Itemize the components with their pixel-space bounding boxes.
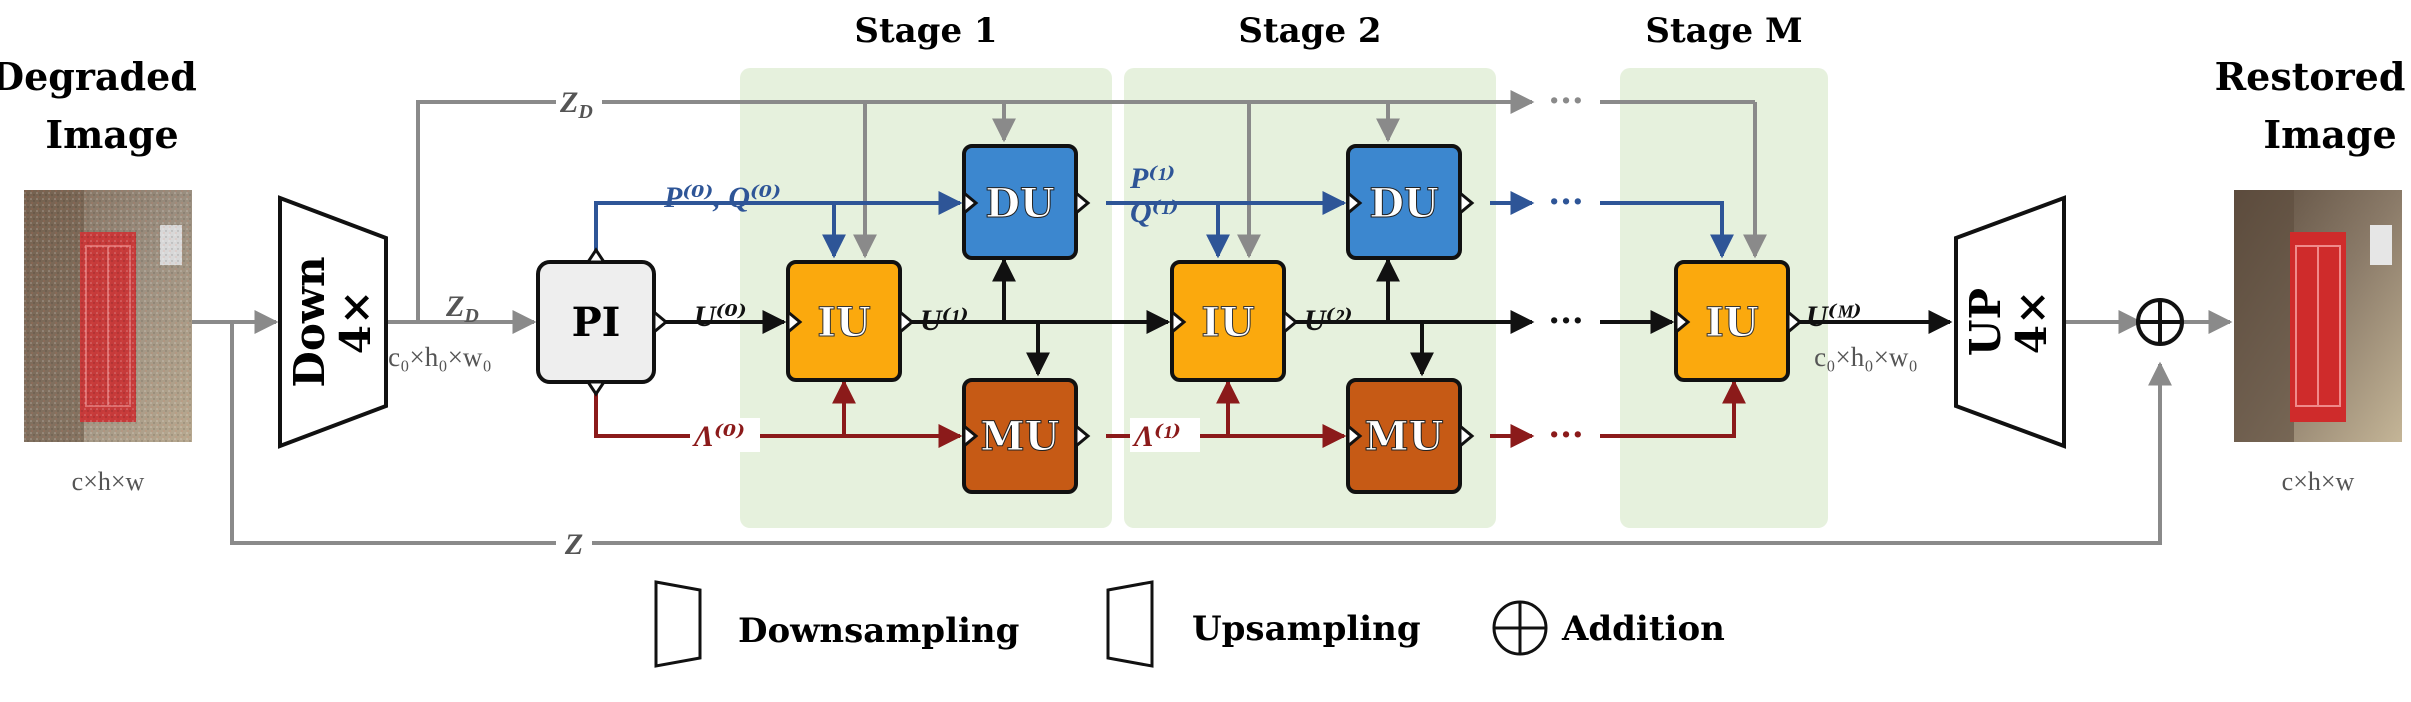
- label-u2: U⁽²⁾: [1304, 304, 1353, 337]
- upsampling-block: UP 4×: [1954, 195, 2066, 449]
- label-q1: Q⁽¹⁾: [1130, 196, 1179, 229]
- up-label-line1: UP: [1961, 288, 2010, 356]
- down-label-line2: 4×: [331, 290, 380, 354]
- label-p1: P⁽¹⁾: [1129, 162, 1175, 195]
- label-zd-top: ZD: [556, 84, 602, 123]
- label-z-bottom: Z: [556, 526, 592, 562]
- label-l1: Λ⁽¹⁾: [1130, 418, 1200, 453]
- iu-label: IU: [817, 299, 871, 346]
- mu-label: MU: [980, 413, 1059, 460]
- pi-label: PI: [572, 299, 621, 346]
- legend-upsampling-icon: [1106, 580, 1154, 668]
- du-label: DU: [985, 180, 1055, 227]
- stage-m-title: Stage M: [1645, 11, 1802, 51]
- legend-addition-label: Addition: [1561, 609, 1725, 649]
- ellipsis-top: ···: [1548, 81, 1584, 121]
- legend-downsampling-icon: [654, 580, 702, 668]
- pi-block: PI: [536, 247, 669, 397]
- z-bottom-text: Z: [564, 528, 583, 561]
- svg-text:ZD: ZD: [445, 290, 479, 327]
- l0-text: Λ⁽⁰⁾: [692, 420, 745, 453]
- svg-text:ZD: ZD: [559, 86, 593, 123]
- blue-connections: [594, 191, 1734, 259]
- du-label: DU: [1369, 180, 1439, 227]
- ellipsis-red: ···: [1548, 415, 1584, 455]
- du-block-stage-2: DU: [1346, 144, 1475, 260]
- iu-label: IU: [1705, 299, 1759, 346]
- label-u0: U⁽⁰⁾: [694, 300, 747, 333]
- zd-top-sub: D: [577, 101, 592, 123]
- label-dim-up: c₀×h₀×w₀: [1814, 342, 1918, 372]
- legend-addition-icon: [1492, 600, 1548, 656]
- input-title-line2: Image: [45, 112, 178, 157]
- downsampling-block: Down 4×: [278, 195, 388, 449]
- output-size-label: c×h×w: [2282, 467, 2355, 496]
- up-label-line2: 4×: [2007, 290, 2056, 354]
- legend: Downsampling Upsampling Addition: [654, 580, 1725, 668]
- output-title-line1: Restored: [2215, 54, 2406, 99]
- input-title-line1: Degraded: [0, 54, 197, 99]
- ellipsis-black: ···: [1548, 301, 1584, 341]
- label-zd-mid: ZD: [445, 290, 479, 327]
- restored-image: [2234, 190, 2402, 442]
- zd-mid-main: Z: [445, 290, 464, 323]
- gray-connections: [192, 90, 2233, 545]
- l1-text: Λ⁽¹⁾: [1132, 420, 1181, 453]
- input-size-label: c×h×w: [72, 467, 145, 496]
- mu-label: MU: [1364, 413, 1443, 460]
- legend-upsampling-label: Upsampling: [1192, 609, 1421, 649]
- mu-block-stage-1: MU: [962, 378, 1091, 494]
- iu-block-stage-1: IU: [786, 260, 915, 382]
- ellipsis-blue: ···: [1548, 182, 1584, 222]
- label-pq0: P⁽⁰⁾, Q⁽⁰⁾: [663, 181, 781, 214]
- stage-2-title: Stage 2: [1238, 11, 1381, 51]
- iu-label: IU: [1201, 299, 1255, 346]
- mu-block-stage-2: MU: [1346, 378, 1475, 494]
- degraded-image: [24, 190, 192, 442]
- black-connections: [656, 257, 1953, 377]
- zd-top-main: Z: [559, 86, 578, 119]
- stage-1-title: Stage 1: [854, 11, 997, 51]
- down-label-line1: Down: [285, 256, 334, 387]
- legend-downsampling-label: Downsampling: [738, 611, 1019, 651]
- label-um: U⁽ᴹ⁾: [1806, 300, 1862, 333]
- output-title-line2: Image: [2263, 112, 2396, 157]
- label-u1: U⁽¹⁾: [920, 304, 969, 337]
- label-l0: Λ⁽⁰⁾: [690, 418, 760, 453]
- du-block-stage-1: DU: [962, 144, 1091, 260]
- addition-symbol: [2136, 298, 2184, 346]
- iu-block-stage-m: IU: [1674, 260, 1803, 382]
- zd-mid-sub: D: [463, 305, 478, 327]
- label-dim-down: c₀×h₀×w₀: [388, 342, 492, 372]
- iu-block-stage-2: IU: [1170, 260, 1299, 382]
